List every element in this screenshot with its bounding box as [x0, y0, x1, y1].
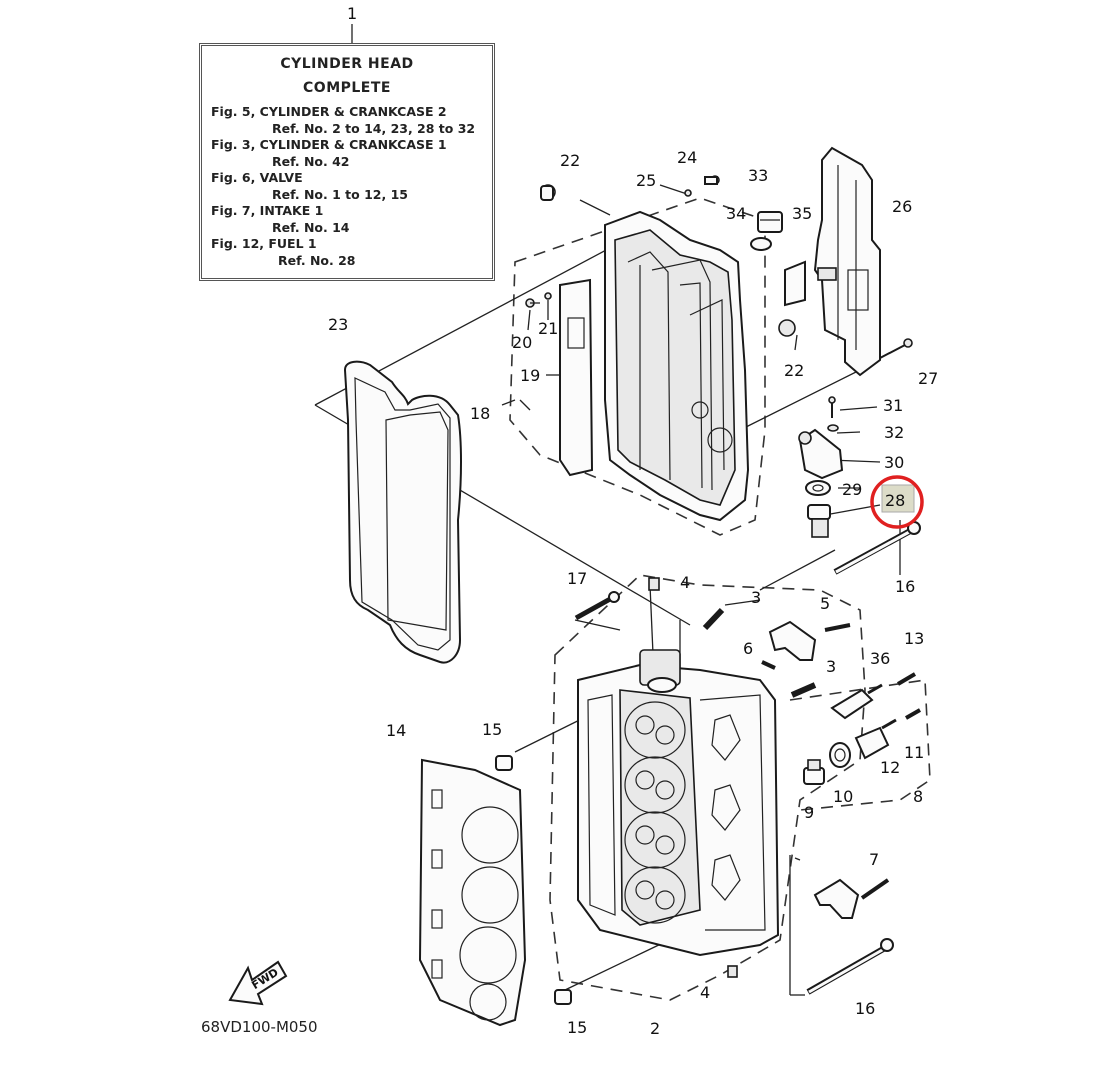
bolt-part-16-upper — [833, 521, 921, 575]
head-cover-gasket-part-23 — [343, 360, 462, 664]
thermostat-part-8 — [854, 726, 890, 760]
plug-part-4-upper — [648, 577, 660, 591]
clamp-part-5 — [768, 620, 851, 661]
callout-22-lower: 22 — [784, 361, 804, 380]
note-ref-12: Ref. No. 28 — [278, 252, 356, 268]
fwd-arrow-icon: FWD — [228, 960, 288, 1006]
bolt-part-12 — [881, 718, 897, 730]
bolt-part-13 — [896, 672, 917, 686]
callout-30: 30 — [884, 453, 904, 472]
callout-1: 1 — [347, 4, 357, 23]
oil-filler-cap-part-33 — [757, 211, 783, 233]
note-fig-6: Fig. 6, VALVE — [211, 170, 303, 185]
callout-19: 19 — [520, 366, 540, 385]
washer-part-32 — [827, 424, 839, 432]
bolt-part-27 — [879, 338, 913, 359]
drawing-code: 68VD100-M050 — [201, 1018, 318, 1036]
note-ref-5: Ref. No. 2 to 14, 23, 28 to 32 — [272, 120, 476, 136]
gasket-part-10 — [829, 742, 851, 768]
callout-2: 2 — [650, 1019, 660, 1038]
bolt-part-31 — [828, 396, 836, 418]
union-bolt-part-28 — [807, 504, 831, 538]
bolt-part-16-lower — [806, 938, 894, 995]
cover-fasteners — [525, 175, 796, 337]
callout-31: 31 — [883, 396, 903, 415]
callout-22-upper: 22 — [560, 151, 580, 170]
callout-12: 12 — [880, 758, 900, 777]
callout-16-lower: 16 — [855, 999, 875, 1018]
sensor-part-36 — [830, 683, 883, 720]
callout-3-upper: 3 — [751, 588, 761, 607]
callout-17: 17 — [567, 569, 587, 588]
dowel-part-15-upper — [495, 755, 513, 771]
callout-9: 9 — [804, 803, 814, 822]
note-fig-7: Fig. 7, INTAKE 1 — [211, 203, 324, 218]
cylinder-head-part-2 — [577, 649, 780, 957]
callout-10: 10 — [833, 787, 853, 806]
cylinder-head-complete-note: CYLINDER HEAD COMPLETE Fig. 5, CYLINDER … — [199, 43, 495, 281]
callout-26: 26 — [892, 197, 912, 216]
callout-24: 24 — [677, 148, 697, 167]
pin-part-3-upper — [702, 607, 725, 631]
clamp-part-7 — [813, 878, 890, 919]
bolt-part-6 — [761, 660, 776, 670]
bolt-part-11 — [905, 708, 921, 720]
plate-part-35 — [784, 260, 806, 307]
plug-part-9 — [803, 759, 825, 785]
callout-35: 35 — [792, 204, 812, 223]
callout-labels: 1 22 24 25 33 34 35 26 23 21 20 22 27 19… — [328, 4, 938, 1038]
callout-23: 23 — [328, 315, 348, 334]
callout-13: 13 — [904, 629, 924, 648]
note-title-line-1: CYLINDER HEAD — [280, 56, 414, 72]
callout-18: 18 — [470, 404, 490, 423]
note-fig-3: Fig. 3, CYLINDER & CRANKCASE 1 — [211, 137, 447, 152]
callout-20: 20 — [512, 333, 532, 352]
note-fig-5: Fig. 5, CYLINDER & CRANKCASE 2 — [211, 104, 447, 119]
callout-6: 6 — [743, 639, 753, 658]
callout-36: 36 — [870, 649, 890, 668]
callout-28: 28 — [885, 491, 905, 510]
bracket-part-26 — [813, 146, 881, 377]
callout-4-upper: 4 — [680, 573, 690, 592]
callout-25: 25 — [636, 171, 656, 190]
callout-15-lower: 15 — [567, 1018, 587, 1037]
bolt-part-17 — [574, 591, 620, 621]
note-ref-3: Ref. No. 42 — [272, 153, 350, 169]
highlight-part-28 — [870, 475, 924, 529]
head-gasket-part-14 — [418, 758, 527, 1027]
callout-29: 29 — [842, 480, 862, 499]
note-ref-6: Ref. No. 1 to 12, 15 — [272, 186, 408, 202]
callout-32: 32 — [884, 423, 904, 442]
callout-34: 34 — [726, 204, 746, 223]
pin-part-3-lower — [790, 682, 817, 698]
callout-3-lower: 3 — [826, 657, 836, 676]
callout-7: 7 — [869, 850, 879, 869]
callout-33: 33 — [748, 166, 768, 185]
head-cover-part-18 — [604, 210, 750, 522]
plug-part-4-lower — [727, 965, 738, 978]
callout-8: 8 — [913, 787, 923, 806]
callout-11: 11 — [904, 743, 924, 762]
callout-16-upper: 16 — [895, 577, 915, 596]
o-ring-part-34 — [750, 237, 772, 251]
callout-14: 14 — [386, 721, 406, 740]
callout-27: 27 — [918, 369, 938, 388]
joint-part-30 — [798, 428, 844, 480]
callout-5: 5 — [820, 594, 830, 613]
head-cover-dashed-outline — [509, 197, 766, 536]
note-title-line-2: COMPLETE — [303, 80, 391, 96]
note-fig-12: Fig. 12, FUEL 1 — [211, 236, 317, 251]
note-ref-7: Ref. No. 14 — [272, 219, 350, 235]
callout-15-upper: 15 — [482, 720, 502, 739]
gasket-part-29 — [805, 480, 831, 496]
dowel-part-15-lower — [554, 989, 572, 1005]
cover-plate-part-19 — [559, 278, 594, 477]
callout-21: 21 — [538, 319, 558, 338]
callout-4-lower: 4 — [700, 983, 710, 1002]
